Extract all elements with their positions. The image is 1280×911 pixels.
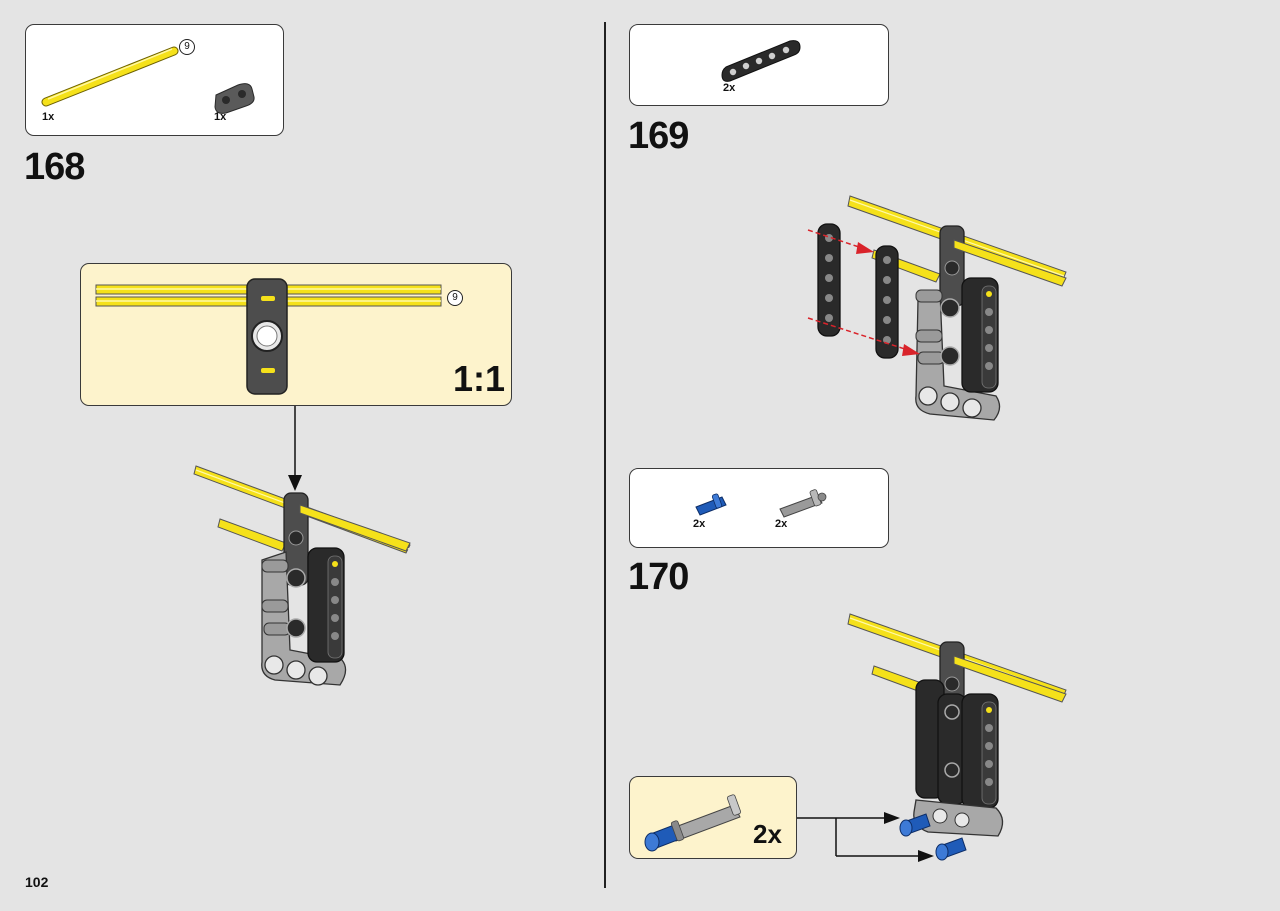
gray-pin-icon bbox=[779, 489, 827, 518]
page-number: 102 bbox=[25, 874, 49, 890]
insert-arrow-icon bbox=[797, 812, 934, 862]
blue-pin-icon bbox=[899, 813, 967, 861]
step-168-parts-box: 9 1x 1x bbox=[25, 24, 284, 136]
step-170-parts-art bbox=[695, 489, 827, 518]
part-qty: 1x bbox=[42, 111, 55, 123]
scale-label: 1:1 bbox=[453, 358, 506, 399]
subassembly-callout-box: 2x bbox=[629, 776, 797, 859]
step-number: 170 bbox=[628, 556, 689, 598]
subassembly-art bbox=[644, 794, 742, 852]
black-liftarm-icon bbox=[721, 40, 801, 82]
axle-length-label: 9 bbox=[447, 290, 463, 306]
red-arrow-icon bbox=[807, 229, 920, 356]
step-number: 169 bbox=[628, 115, 689, 157]
subassembly-qty: 2x bbox=[753, 819, 782, 849]
blue-pin-icon bbox=[695, 493, 727, 516]
scale-callout-box: 9 1:1 bbox=[80, 263, 512, 406]
pin-assembly-icon bbox=[644, 794, 742, 852]
step-169-parts-box: 2x bbox=[629, 24, 889, 106]
down-arrow-icon bbox=[288, 406, 302, 491]
part-qty: 1x bbox=[214, 111, 227, 123]
black-liftarm-icon bbox=[817, 223, 841, 337]
yellow-axle-icon bbox=[41, 46, 179, 107]
step-168-parts-art bbox=[41, 46, 255, 114]
axle-length-label: 9 bbox=[179, 39, 195, 55]
page-divider bbox=[604, 22, 606, 888]
black-liftarm-icon bbox=[875, 245, 899, 359]
scale-callout-art bbox=[95, 278, 442, 395]
part-qty: 2x bbox=[723, 82, 736, 94]
step-number: 168 bbox=[24, 146, 85, 188]
connector-1to1-icon bbox=[246, 278, 288, 395]
part-qty: 2x bbox=[775, 518, 788, 530]
dark-gray-connector-icon bbox=[214, 83, 255, 114]
step-170-parts-box: 2x 2x bbox=[629, 468, 889, 548]
part-qty: 2x bbox=[693, 518, 706, 530]
step-169-parts-art bbox=[721, 40, 801, 82]
